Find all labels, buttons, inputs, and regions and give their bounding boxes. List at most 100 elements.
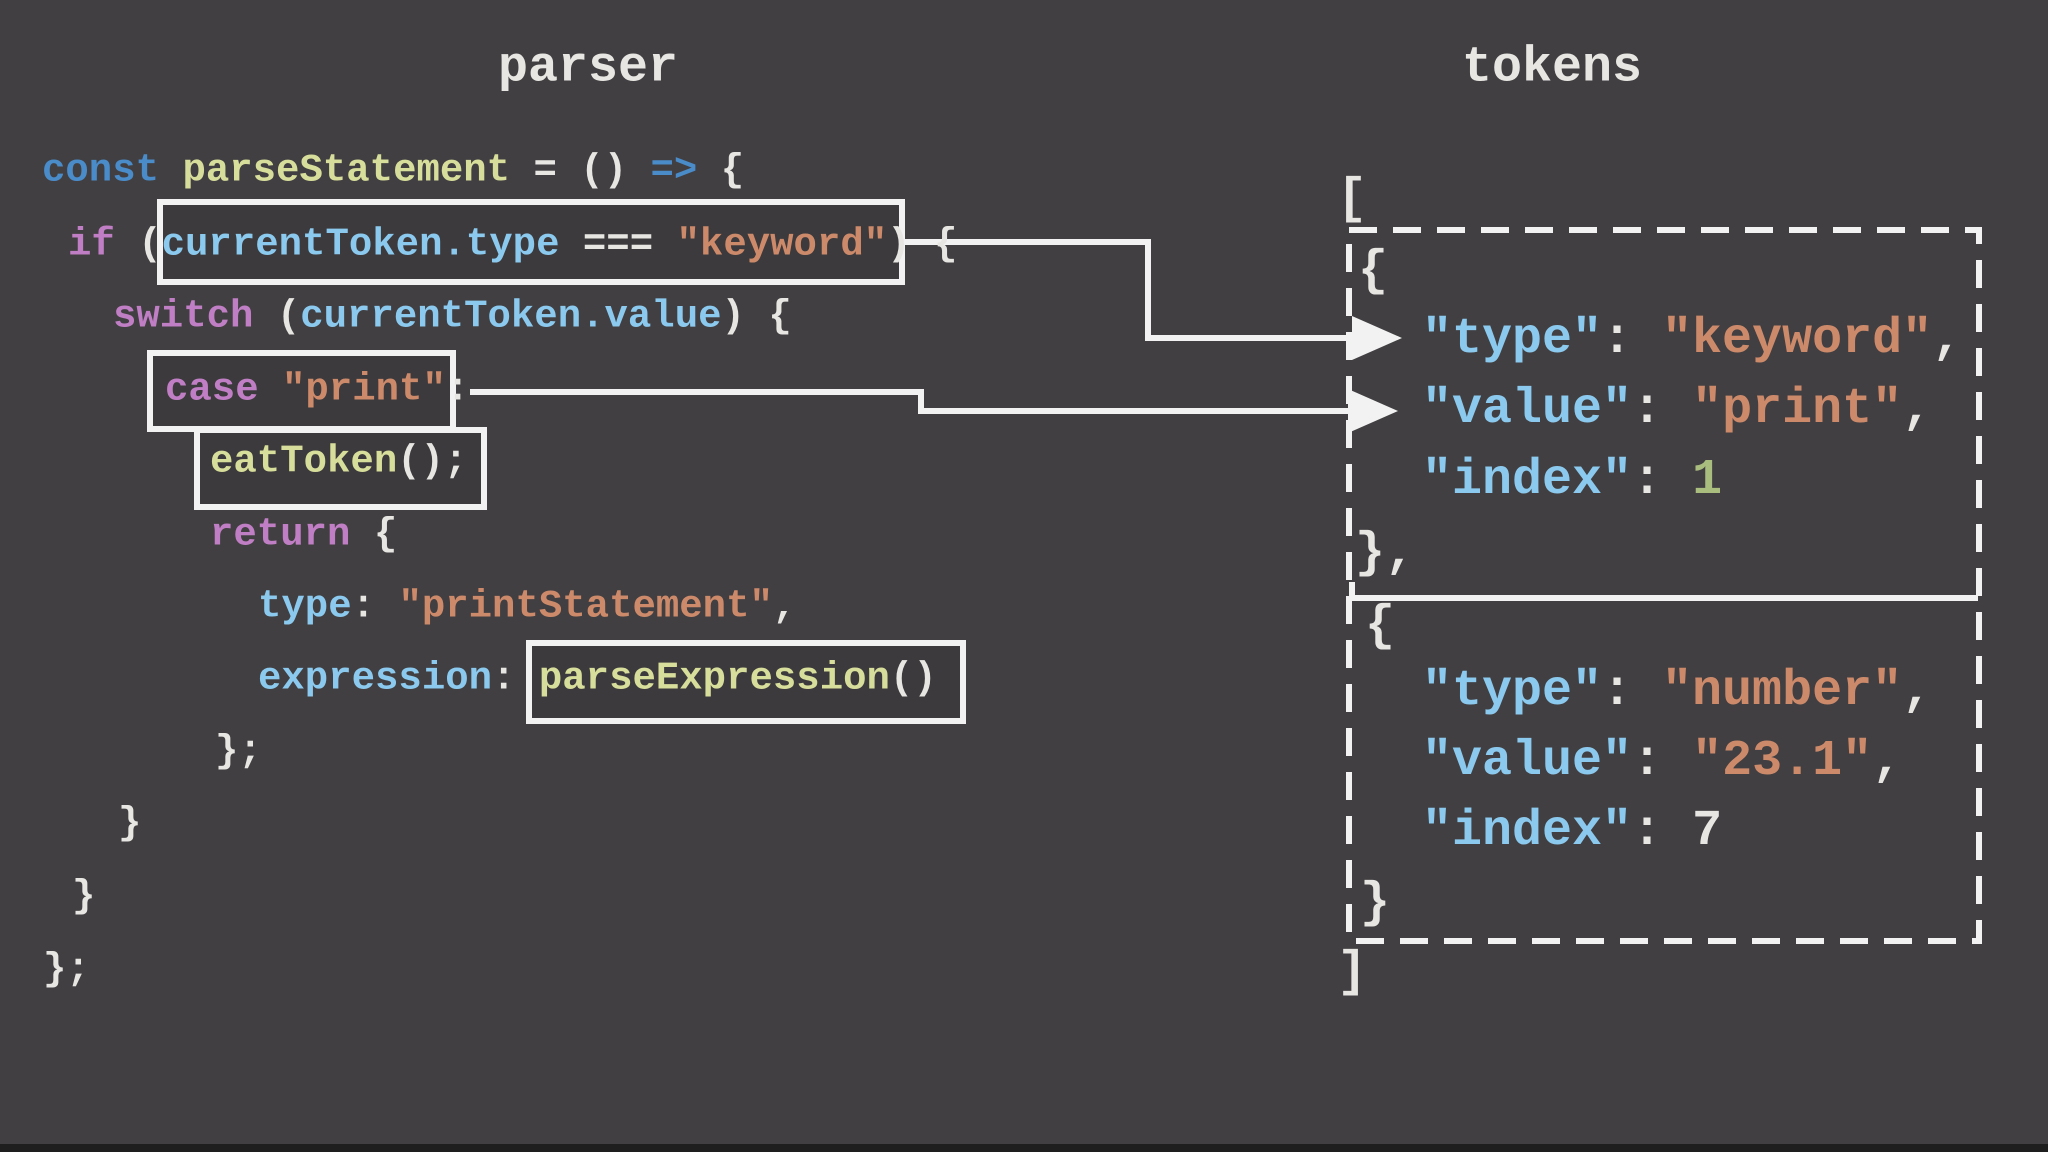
code-token: currentToken.value — [300, 294, 722, 339]
code-token: "type" — [1422, 663, 1603, 720]
code-token: ] — [1337, 944, 1368, 1001]
code-token: 7 — [1692, 803, 1723, 860]
code-token: , — [772, 584, 797, 629]
code-line: [ — [1337, 175, 1367, 225]
code-token: ) { — [887, 222, 958, 267]
code-token: }; — [215, 729, 262, 774]
code-token: parseExpression — [538, 656, 890, 701]
tokens-title: tokens — [1461, 39, 1643, 97]
code-token: "23.1" — [1692, 733, 1873, 790]
code-token: { — [1365, 598, 1396, 655]
code-token: "index" — [1422, 452, 1633, 509]
code-line: ] — [1337, 948, 1367, 998]
code-token: () — [889, 656, 937, 701]
highlight-box-case-print — [147, 350, 456, 432]
code-line: const parseStatement = () => { — [42, 148, 745, 193]
code-token: : — [492, 656, 539, 701]
code-token: { — [350, 512, 398, 557]
code-token: { — [1358, 243, 1389, 300]
code-token: : — [1602, 311, 1663, 368]
code-token: "value" — [1422, 733, 1633, 790]
code-token: case — [165, 367, 259, 412]
highlight-box-condition — [157, 199, 905, 285]
code-token: } — [1360, 875, 1391, 932]
code-line: }, — [1355, 529, 1415, 579]
code-token: : — [1632, 452, 1693, 509]
code-token: type — [258, 584, 352, 629]
tokens-dashed-box — [1346, 227, 1982, 944]
code-token: (); — [397, 439, 468, 484]
code-token: , — [1932, 311, 1963, 368]
code-line: "value": "print", — [1422, 385, 1932, 435]
code-token: switch — [113, 294, 254, 339]
code-token: expression — [258, 656, 493, 701]
code-token: : — [1632, 803, 1693, 860]
code-token: { — [697, 148, 745, 193]
code-token: : — [1632, 733, 1693, 790]
code-token: : — [351, 584, 399, 629]
code-token: ( — [253, 294, 301, 339]
arrowhead-icon — [1348, 389, 1398, 433]
code-token: } — [72, 874, 96, 919]
code-token: , — [1872, 733, 1903, 790]
code-line: if (currentToken.type === "keyword") { — [68, 222, 958, 267]
code-line: return { — [210, 512, 398, 557]
code-token: , — [1902, 663, 1933, 720]
code-token: => — [650, 148, 698, 193]
code-token: = () — [510, 148, 651, 193]
code-token: } — [118, 801, 142, 846]
code-token: currentToken.type — [161, 222, 560, 267]
code-line: { — [1365, 602, 1395, 652]
code-line: type: "printStatement", — [258, 584, 797, 629]
arrow-case-to-value — [470, 389, 1398, 433]
code-line: } — [118, 801, 142, 846]
code-line: }; — [215, 729, 262, 774]
highlight-box-parse-expression — [526, 640, 966, 724]
code-token: 1 — [1692, 452, 1723, 509]
code-line: }; — [43, 947, 90, 992]
code-line: "value": "23.1", — [1422, 737, 1902, 787]
code-line: "index": 7 — [1422, 807, 1722, 857]
code-token: const — [42, 148, 160, 193]
code-line: } — [72, 874, 96, 919]
code-token: "keyword" — [676, 222, 888, 267]
code-token: if — [68, 222, 115, 267]
code-token: ( — [114, 222, 162, 267]
arrowhead-icon — [1352, 316, 1402, 360]
code-line: "type": "keyword", — [1422, 315, 1962, 365]
code-token: eatToken — [210, 439, 398, 484]
code-token: "number" — [1662, 663, 1903, 720]
code-line: expression: parseExpression() — [258, 656, 937, 701]
code-line: eatToken(); — [210, 439, 468, 484]
token-separator-line — [1349, 582, 1978, 601]
highlight-box-eat-token — [194, 427, 487, 510]
arrow-keyword-to-type — [905, 239, 1402, 360]
code-token: ) { — [721, 294, 792, 339]
code-token: [ — [1337, 171, 1368, 228]
code-token: "print" — [282, 367, 446, 412]
code-token: return — [210, 512, 351, 557]
parser-title: parser — [497, 39, 679, 97]
code-token: : — [1602, 663, 1663, 720]
code-token: === — [559, 222, 677, 267]
code-token: , — [1902, 381, 1933, 438]
code-token: "printStatement" — [398, 584, 773, 629]
code-token: }; — [43, 947, 90, 992]
code-line: case "print": — [165, 367, 470, 412]
code-token: : — [445, 367, 470, 412]
code-line: { — [1358, 247, 1388, 297]
code-line: switch (currentToken.value) { — [113, 294, 792, 339]
code-token: "value" — [1422, 381, 1633, 438]
code-line: } — [1360, 879, 1390, 929]
code-token: "index" — [1422, 803, 1633, 860]
code-token: "print" — [1692, 381, 1903, 438]
code-token: }, — [1355, 525, 1416, 582]
code-token: parseStatement — [182, 148, 511, 193]
bottom-letterbox-bar — [0, 1144, 2048, 1152]
code-line: "type": "number", — [1422, 667, 1932, 717]
code-token: : — [1632, 381, 1693, 438]
code-token: "keyword" — [1662, 311, 1933, 368]
